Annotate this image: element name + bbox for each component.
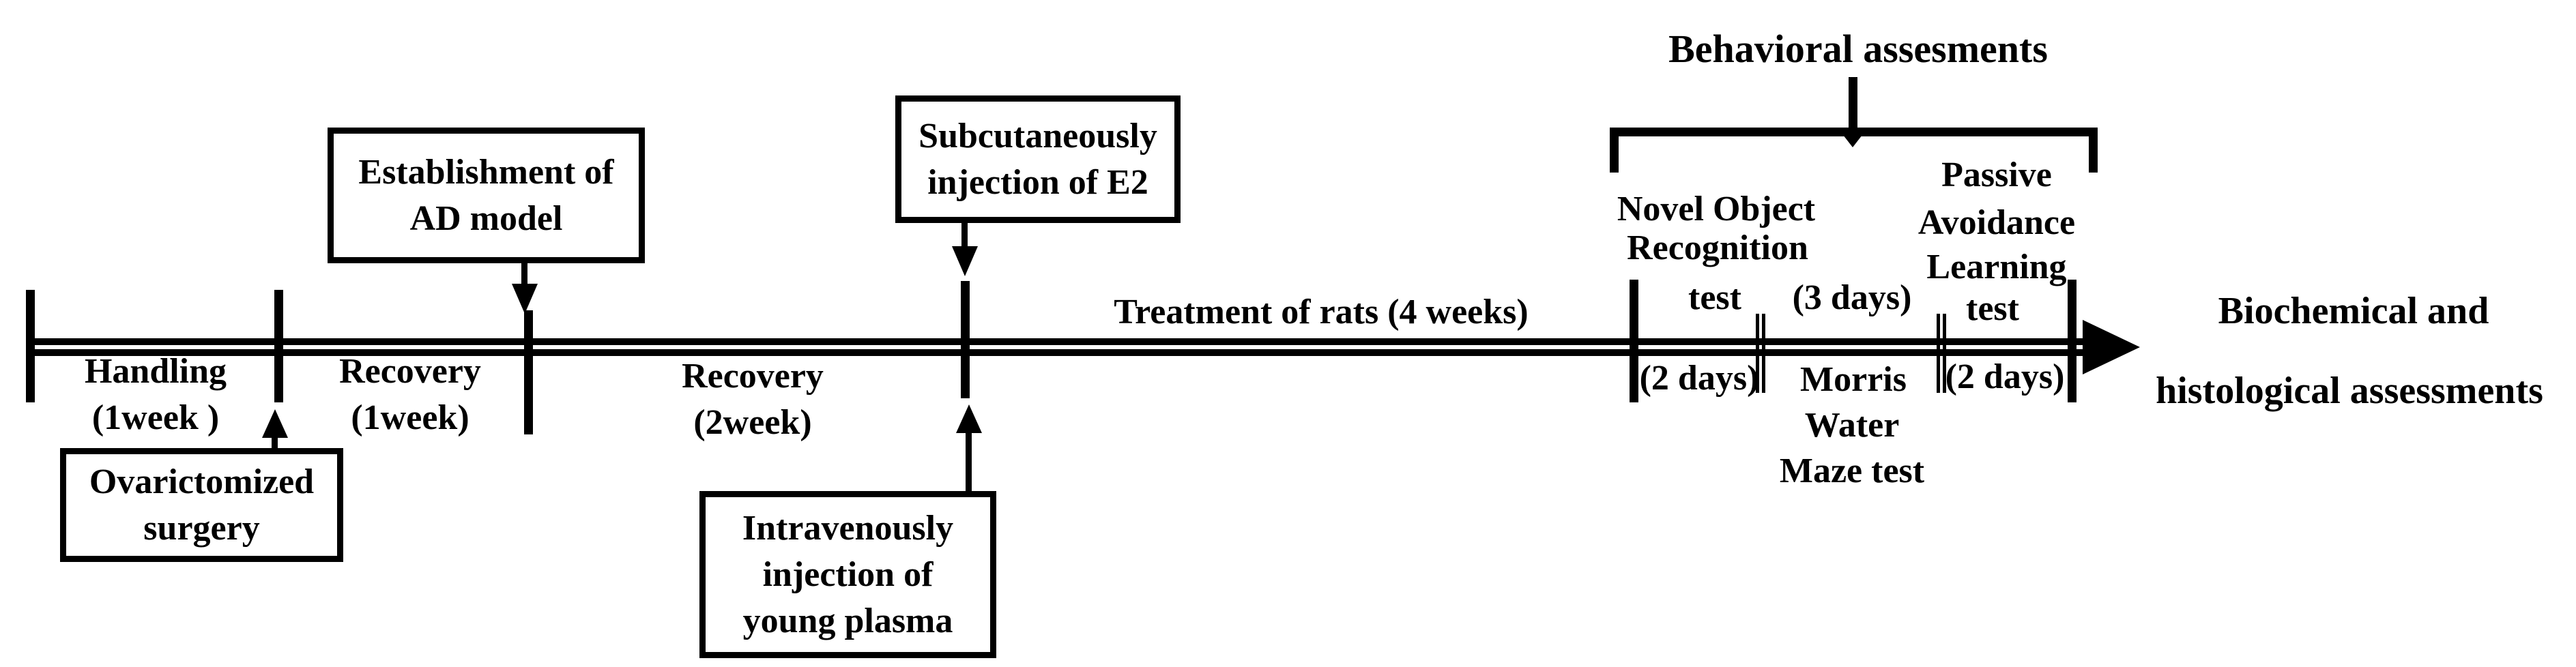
arrow-up-plasma-icon [956,404,982,433]
arrow-ovariectomy-stem [272,432,278,450]
box-ovariectomized-surgery-line2: surgery [143,508,260,548]
arrow-down-e2-icon [952,246,978,276]
box-establishment-ad-model: Establishment of AD model [328,128,645,263]
label-novel-object: Novel Object [1617,190,1816,228]
box-subcutaneous-e2-line1: Subcutaneously [918,116,1157,155]
brace-left-hook [1610,128,1619,173]
label-maze-test: Maze test [1779,451,1925,490]
box-intravenous-young-plasma: Intravenously injection of young plasma [699,491,996,658]
label-recovery2-duration: (2week) [693,403,812,442]
arrow-e2-stem [961,222,968,249]
box-intravenous-plasma-line1: Intravenously [742,508,954,548]
label-handling: Handling [84,352,227,391]
tick-ad-model [524,310,533,434]
tick-injection-point [961,281,970,398]
brace-center-notch [1843,135,1862,147]
label-water: Water [1804,406,1900,445]
label-treatment-of-rats: Treatment of rats (4 weeks) [1114,293,1529,331]
label-passive: Passive [1941,155,2052,194]
box-establishment-ad-model-line1: Establishment of [358,152,614,192]
box-establishment-ad-model-line2: AD model [409,198,563,238]
tick-behavioral-end [2068,280,2076,402]
label-recovery1-duration: (1week) [351,398,469,437]
label-handling-duration: (1week ) [91,398,220,437]
label-behavioral-title: Behavioral assesments [1668,27,2048,71]
box-ovariectomized-surgery: Ovarictomized surgery [60,448,343,562]
label-pal-duration: (2 days) [1945,357,2065,396]
label-mwm-duration: (3 days) [1792,278,1912,317]
label-nor-duration: (2 days) [1639,359,1759,398]
timeline-axis-double-line [26,338,2100,356]
box-intravenous-plasma-line2: injection of [762,554,934,594]
tick-handling-end [274,290,283,402]
brace-bar [1610,128,2098,136]
label-nor-test: test [1688,278,1741,317]
label-outcome-line1: Biochemical and [2218,290,2489,332]
tick-start [26,290,35,402]
timeline-arrowhead-icon [2083,320,2140,374]
brace-right-hook [2089,128,2098,173]
brace-center-stem [1849,77,1857,133]
label-avoidance: Avoidance [1917,203,2076,242]
arrow-down-ad-model-icon [512,284,538,314]
label-outcome-line2: histological assessments [2156,370,2543,412]
label-recovery1: Recovery [339,352,481,391]
label-recognition: Recognition [1627,228,1808,267]
box-ovariectomized-surgery-line1: Ovarictomized [89,462,315,501]
arrow-plasma-stem [966,429,972,493]
tick-behavioral-start [1630,280,1638,402]
box-subcutaneous-e2-injection: Subcutaneously injection of E2 [895,95,1181,223]
box-subcutaneous-e2-line2: injection of E2 [927,162,1148,202]
arrow-ad-model-stem [521,262,527,286]
label-morris: Morris [1800,360,1907,399]
label-recovery2: Recovery [682,357,824,396]
box-intravenous-plasma-line3: young plasma [742,601,953,640]
label-learning: Learning [1926,248,2067,286]
label-pal-test: test [1966,289,2019,328]
